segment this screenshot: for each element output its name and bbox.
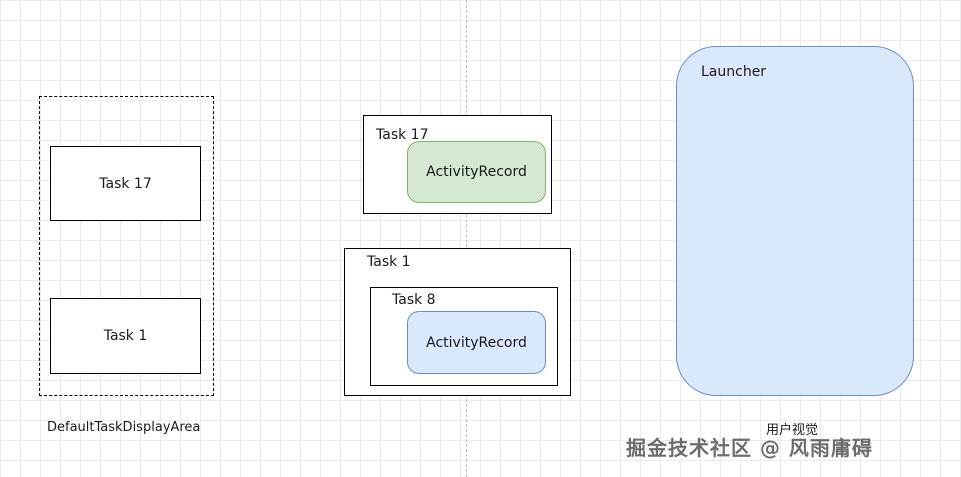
task-17-activity-record: ActivityRecord (407, 141, 546, 203)
user-view-caption: 用户视觉 (766, 423, 819, 438)
watermark: 掘金技术社区 @ 风雨庸碍 (626, 436, 873, 460)
default-task-display-area-caption: DefaultTaskDisplayArea (47, 420, 201, 435)
task-17-activity-record-label: ActivityRecord (426, 164, 527, 180)
middle-task-1-label: Task 1 (367, 254, 411, 270)
task-8-label: Task 8 (392, 292, 436, 308)
left-task-1-box: Task 1 (50, 298, 201, 374)
task-8-activity-record-label: ActivityRecord (426, 334, 527, 351)
center-guide-line (466, 0, 467, 477)
middle-task-17-label: Task 17 (376, 127, 429, 143)
left-task-17-box: Task 17 (50, 146, 201, 221)
default-task-display-area-box (39, 96, 214, 396)
task-8-activity-record: ActivityRecord (407, 311, 546, 374)
launcher-label: Launcher (701, 64, 767, 80)
left-task-1-label: Task 1 (103, 328, 148, 344)
launcher-box (676, 46, 914, 396)
left-task-17-label: Task 17 (99, 175, 152, 192)
